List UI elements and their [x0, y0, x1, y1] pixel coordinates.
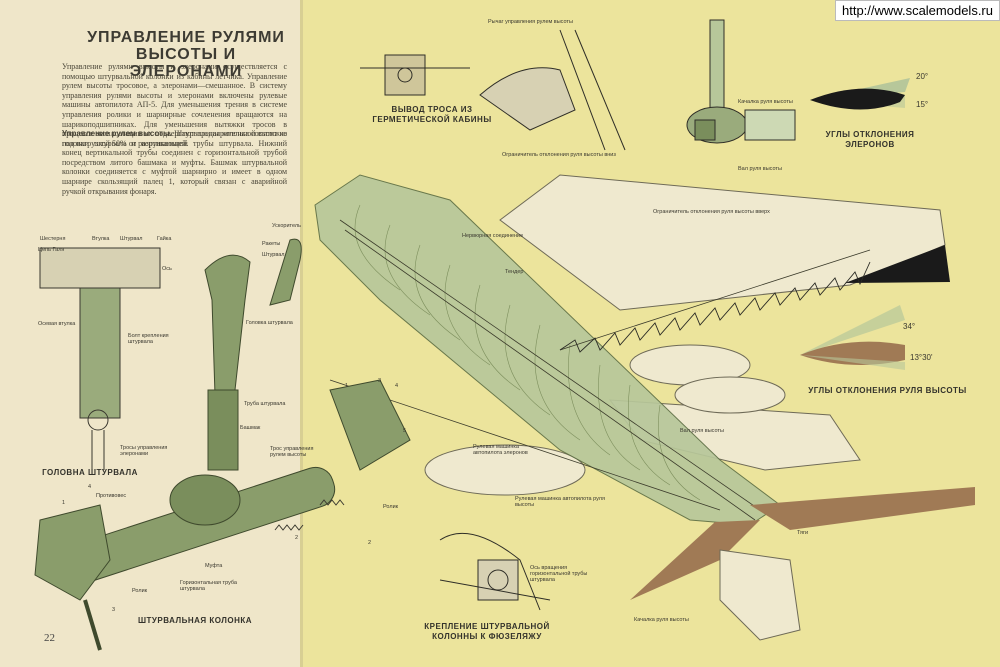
callout-2b: 2 [368, 540, 372, 546]
page-number: 22 [44, 632, 55, 644]
label-axial-sleeve: Осевая втулка [38, 321, 76, 327]
elevator-lever-drawing [479, 29, 626, 151]
label-elevator-lever: Рычаг управления рулем высоты [488, 19, 573, 25]
angle-elevator-down: 13°30' [910, 353, 933, 362]
intro-text: Управление рулями высоты и элеронами осу… [62, 62, 287, 148]
callout-3: 3 [112, 607, 116, 613]
engine-nacelle-1 [424, 444, 586, 496]
label-wheel-head: Головка штурвала [246, 320, 293, 326]
label-elevator-cables: Трос управления рулем высоты [270, 446, 314, 458]
callout-4: 4 [88, 484, 92, 490]
caption-head: ГОЛОВНА ШТУРВАЛА [42, 468, 138, 477]
right-page [300, 0, 1000, 667]
label-rotation-axis: Ось вращения горизонтальной трубы штурва… [530, 565, 588, 583]
callout-1b: 1 [345, 383, 349, 389]
caption-mount: КРЕПЛЕНИЕ ШТУРВАЛЬНОЙ КОЛОННЫ К ФЮЗЕЛЯЖУ [424, 622, 550, 641]
caption-cable-exit: ВЫВОД ТРОСА ИЗ ГЕРМЕТИЧЕСКОЙ КАБИНЫ [372, 105, 492, 124]
title-line-1: УПРАВЛЕНИЕ РУЛЯМИ [87, 29, 285, 46]
caption-elevator-angles: УГЛЫ ОТКЛОНЕНИЯ РУЛЯ ВЫСОТЫ [808, 386, 967, 395]
label-autopilot-aileron: Рулевая машинка автопилота элеронов [473, 444, 528, 456]
elevator-paragraph-heading: Управление рулем высоты. [62, 129, 173, 138]
angle-elevator-up: 34° [903, 322, 916, 331]
caption-column: ШТУРВАЛЬНАЯ КОЛОНКА [137, 616, 253, 625]
label-rockets: Ракеты [262, 241, 281, 247]
callout-1: 1 [62, 500, 66, 506]
title-line-2: ВЫСОТЫ И ЭЛЕРОНАМИ [129, 46, 243, 80]
horizontal-tail [750, 487, 975, 530]
label-counterweight: Противовес [96, 493, 127, 499]
spring-2 [319, 499, 345, 506]
label-wheel: Штурвал [120, 236, 143, 242]
label-horiz-tube: Горизонтальная труба штурвала [180, 580, 237, 592]
label-gears: Шестерня [40, 236, 66, 242]
spring [274, 524, 304, 531]
label-roller: Ролик [132, 588, 148, 594]
upper-wing [499, 174, 946, 311]
label-rods: Тяги [797, 530, 809, 536]
label-tensioner: Тендер [505, 269, 524, 275]
label-wheel-bolt: Болт крепления штурвала [128, 333, 169, 345]
engine-nacelle-3 [674, 376, 786, 414]
upper-wing-tip [845, 245, 950, 283]
label-lug: Нервюрная соединение [462, 233, 524, 239]
label-elevator-shaft: Вал руля высоты [738, 166, 782, 172]
elevator-paragraph-text: Штурвальная колонка состоит из головки ш… [62, 129, 288, 196]
horizontal-tail-lower [630, 520, 760, 600]
callout-4b: 4 [395, 383, 399, 389]
label-axis: Ось [162, 266, 172, 272]
elevator-angle-drawing [800, 305, 905, 370]
mount-drawing [439, 532, 551, 611]
elevator-rocker-drawing [686, 19, 796, 144]
callout-3b: 3 [378, 378, 382, 384]
wheel-head-drawing [39, 247, 161, 470]
label-head-cables: Тросы управления элеронами [120, 445, 168, 457]
label-gall-chain: Цепь Галя [38, 247, 65, 253]
wheel-column-drawing [34, 238, 411, 651]
label-shoe: Башмак [240, 425, 261, 431]
callout-5: 5 [403, 428, 407, 434]
label-limiter-down: Ограничитель отклонения руля высоты вниз [502, 152, 616, 158]
label-elevator-rocker-top: Качалка руля высоты [738, 99, 793, 105]
page-fold [300, 0, 303, 667]
label-wheel2: Штурвал [262, 252, 285, 258]
vertical-fin [719, 549, 801, 641]
watermark[interactable]: http://www.scalemodels.ru [834, 0, 1000, 21]
label-coupling: Муфта [205, 563, 223, 569]
caption-aileron-angles: УГЛЫ ОТКЛОНЕНИЯ ЭЛЕРОНОВ [825, 130, 915, 149]
label-roller2: Ролик [383, 504, 399, 510]
angle-aileron-down: 15° [916, 100, 929, 109]
label-wheel-tube: Труба штурвала [244, 401, 286, 407]
cable-exit-drawing [360, 54, 470, 96]
label-nut: Гайка [157, 236, 172, 242]
label-elevator-shaft2: Вал руля высоты [680, 428, 724, 434]
label-limiter-up: Ограничитель отклонения руля высоты ввер… [653, 209, 770, 215]
callout-2: 2 [295, 535, 299, 541]
label-elevator-rocker-bottom: Качалка руля высоты [634, 617, 689, 623]
elevator-paragraph: Управление рулем высоты. Штурвальная кол… [62, 129, 287, 196]
label-autopilot-elevator: Рулевая машинка автопилота руля высоты [515, 496, 605, 508]
label-accelerator: Ускоритель [272, 223, 301, 229]
wing-spar-zigzag [559, 261, 871, 353]
page-title: УПРАВЛЕНИЕ РУЛЯМИ ВЫСОТЫ И ЭЛЕРОНАМИ [86, 29, 286, 80]
aileron-angle-drawing [810, 78, 910, 110]
angle-aileron-up: 20° [916, 72, 929, 81]
label-sleeve: Втулка [92, 236, 110, 242]
